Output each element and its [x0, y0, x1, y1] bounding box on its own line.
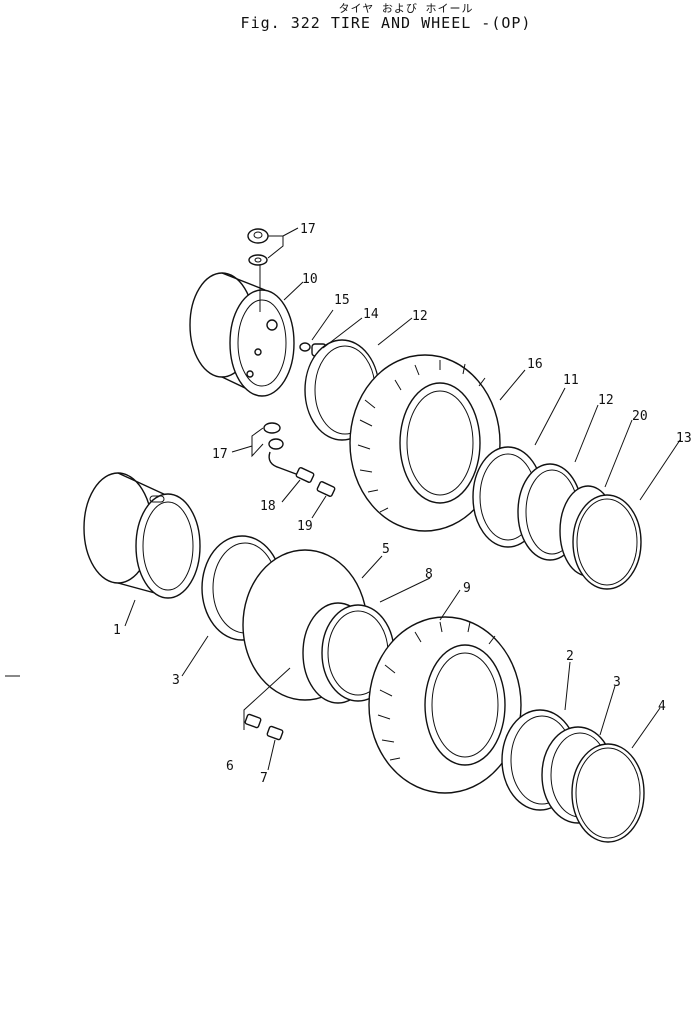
valve-cap-19 [316, 481, 336, 497]
callout-12-right: 12 [598, 393, 614, 408]
wheel-rim-1 [83, 472, 201, 599]
tire-9 [368, 616, 522, 794]
callout-3-right: 3 [613, 675, 621, 690]
callout-3-left: 3 [172, 673, 180, 688]
callout-15: 15 [334, 293, 350, 308]
figure-title: Fig. 322 TIRE AND WHEEL -(OP) [240, 14, 532, 32]
callout-1: 1 [113, 623, 121, 638]
ring-13 [572, 494, 642, 590]
nut-17-lower [263, 422, 297, 475]
callout-9: 9 [463, 581, 471, 596]
callout-7: 7 [260, 771, 268, 786]
callout-12-left: 12 [412, 309, 428, 324]
callout-6: 6 [226, 759, 234, 774]
tire-16 [349, 354, 501, 532]
valve-6 [244, 713, 262, 729]
callout-17-top: 17 [300, 222, 316, 237]
callout-18: 18 [260, 499, 276, 514]
lock-ring-4 [571, 743, 645, 843]
valve-extension-18 [295, 467, 315, 483]
callout-4: 4 [658, 699, 666, 714]
callout-5: 5 [382, 542, 390, 557]
callout-2: 2 [566, 649, 574, 664]
callout-11: 11 [563, 373, 579, 388]
callout-16: 16 [527, 357, 543, 372]
callout-10: 10 [302, 272, 318, 287]
callout-19: 19 [297, 519, 313, 534]
callout-20: 20 [632, 409, 648, 424]
nut-17-top [247, 228, 269, 266]
callout-13: 13 [676, 431, 692, 446]
leader-lines [5, 227, 681, 771]
valve-cap-7 [266, 725, 284, 741]
callout-17-lower: 17 [212, 447, 228, 462]
figure-subtitle: タイヤ および ホイール [338, 2, 474, 15]
wheel-rim-10 [189, 265, 295, 397]
callout-14: 14 [363, 307, 379, 322]
callout-8: 8 [425, 567, 433, 582]
